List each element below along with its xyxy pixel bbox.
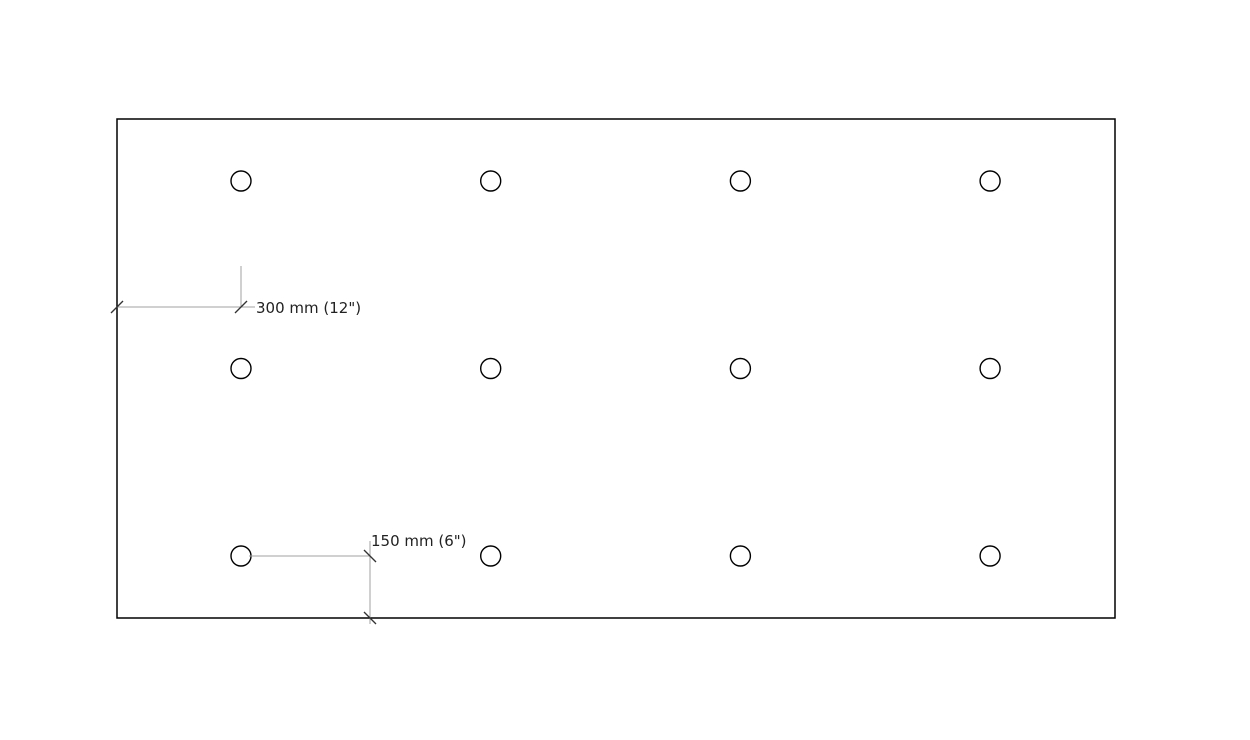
hole-circle bbox=[230, 545, 252, 567]
dimension-300mm: 300 mm (12") bbox=[110, 266, 361, 317]
hole-circle bbox=[230, 357, 252, 380]
hole-grid bbox=[230, 170, 1001, 567]
hole-circle bbox=[979, 545, 1001, 567]
hole-circle bbox=[979, 170, 1001, 192]
tick-mark bbox=[363, 611, 377, 625]
dimension-label: 150 mm (6") bbox=[371, 532, 467, 550]
tick-mark bbox=[234, 300, 248, 314]
hole-circle bbox=[480, 357, 502, 380]
hole-circle bbox=[480, 170, 502, 192]
hole-circle bbox=[230, 170, 252, 192]
hole-circle bbox=[729, 170, 752, 192]
dimension-label: 300 mm (12") bbox=[256, 299, 361, 317]
hole-circle bbox=[729, 545, 752, 567]
hole-circle bbox=[729, 357, 752, 380]
dimension-150mm: 150 mm (6") bbox=[249, 532, 467, 625]
tick-mark bbox=[363, 549, 377, 563]
hole-circle bbox=[480, 545, 502, 567]
tick-mark bbox=[110, 300, 124, 314]
panel-outline bbox=[116, 118, 1116, 619]
hole-circle bbox=[979, 357, 1001, 380]
